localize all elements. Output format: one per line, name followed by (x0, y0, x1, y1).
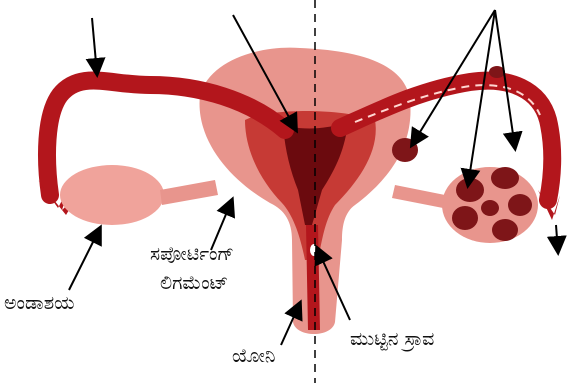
right-ovary-ligament (392, 185, 445, 208)
flow-drop (310, 244, 318, 256)
label-supporting-ligament-line1: ಸಪೋರ್ಟಿಂಗ್ (150, 244, 234, 266)
label-supporting-ligament-line2: ಲಿಗಮೆಂಟ್ (160, 273, 228, 295)
vaginal-canal (306, 225, 320, 330)
left-ovary-ligament (160, 180, 218, 205)
label-ovary: ಅಂಡಾಶಯ (4, 293, 75, 315)
left-ovary (60, 165, 164, 225)
label-vagina: ಯೋನಿ (232, 346, 275, 368)
label-menstrual-flow: ಮುಟ್ಟಿನ ಸ್ರಾವ (350, 329, 434, 351)
